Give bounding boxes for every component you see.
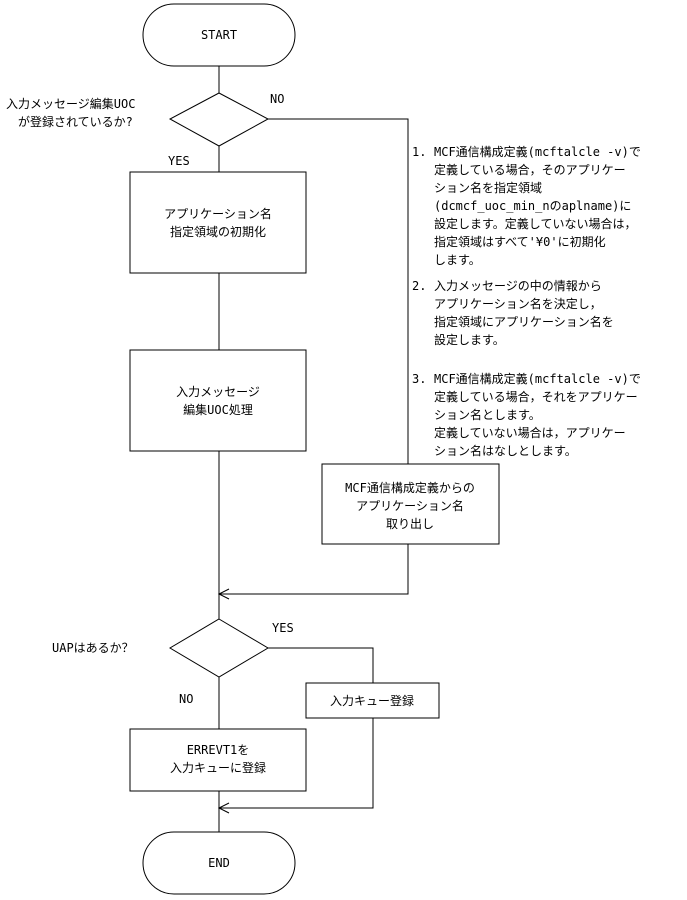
decision2-no-label: NO: [179, 692, 193, 706]
decision1-question-line2: が登録されているか?: [18, 114, 133, 129]
note-2-number: 2.: [412, 279, 426, 293]
process-input-queue: 入力キュー登録: [305, 682, 440, 719]
process-set-name-line2: 指定領域の初期化: [170, 224, 266, 239]
decision-uap-exists: UAPはあるか？ YES NO: [52, 618, 294, 706]
start-label: START: [201, 28, 237, 42]
note-2-line: 指定領域にアプリケーション名を: [434, 314, 614, 329]
process-errevt-line1: ERREVT1を: [187, 743, 250, 757]
note-2-line: 設定します。: [434, 332, 505, 347]
connector-decision1-no: [268, 118, 409, 464]
note-3-line: ション名はなしとします。: [434, 443, 577, 458]
note-1-number: 1.: [412, 145, 426, 159]
process-extract-line1: MCF通信構成定義からの: [345, 480, 475, 495]
connector-decision2-yes: [268, 647, 374, 683]
note-2: 2. 入力メッセージの中の情報から アプリケーション名を決定し， 指定領域にアプ…: [412, 278, 614, 347]
note-3-line: ション名とします。: [434, 407, 541, 422]
note-1: 1. MCF通信構成定義(mcftalcle -v)で 定義している場合，そのア…: [412, 144, 641, 267]
process-set-name-line1: アプリケーション名: [164, 206, 272, 221]
decision1-question-line1: 入力メッセージ編集UOC: [6, 96, 135, 111]
process-edit-uoc-line2: 編集UOC処理: [183, 402, 253, 417]
end-terminal: END: [142, 831, 296, 895]
process-edit-uoc: 入力メッセージ 編集UOC処理: [129, 349, 307, 452]
process-errevt: ERREVT1を 入力キューに登録: [129, 728, 307, 792]
process-input-queue-label: 入力キュー登録: [330, 693, 414, 708]
note-3: 3. MCF通信構成定義(mcftalcle -v)で 定義している場合，それを…: [412, 371, 641, 458]
decision-uoc-registered: 入力メッセージ編集UOC が登録されているか? YES NO: [6, 92, 284, 168]
note-3-line: MCF通信構成定義(mcftalcle -v)で: [434, 371, 641, 386]
note-1-line: 定義している場合，そのアプリケー: [434, 162, 626, 177]
end-label: END: [208, 856, 230, 870]
note-1-line: 指定領域はすべて'¥0'に初期化: [434, 234, 606, 249]
process-extract-app-name: MCF通信構成定義からの アプリケーション名 取り出し: [321, 463, 500, 545]
merge-arrowhead-1: [217, 588, 230, 600]
note-1-line: (dcmcf_uoc_min_nのaplname)に: [434, 199, 631, 213]
start-terminal: START: [142, 3, 296, 67]
notes: 1. MCF通信構成定義(mcftalcle -v)で 定義している場合，そのア…: [412, 144, 641, 458]
note-1-line: します。: [434, 253, 481, 267]
process-extract-line2: アプリケーション名: [356, 498, 464, 513]
note-3-line: 定義している場合，それをアプリケー: [434, 389, 638, 404]
note-3-number: 3.: [412, 372, 426, 386]
process-edit-uoc-line1: 入力メッセージ: [176, 385, 260, 399]
connector-extract-to-merge: [219, 544, 409, 595]
note-1-line: 設定します。定義していない場合は，: [434, 216, 636, 231]
process-set-app-name: アプリケーション名 指定領域の初期化: [129, 171, 307, 274]
note-1-line: MCF通信構成定義(mcftalcle -v)で: [434, 144, 641, 159]
decision2-yes-label: YES: [272, 621, 294, 635]
connector-lines: [217, 66, 409, 832]
note-2-line: アプリケーション名を決定し，: [434, 296, 602, 311]
decision2-question: UAPはあるか？: [52, 641, 134, 655]
note-2-line: 入力メッセージの中の情報から: [434, 278, 602, 293]
merge-arrowhead-2: [217, 802, 230, 814]
process-errevt-line2: 入力キューに登録: [170, 760, 266, 775]
connector-queue-to-merge: [219, 718, 374, 809]
decision1-no-label: NO: [270, 92, 284, 106]
decision1-yes-label: YES: [168, 154, 190, 168]
note-1-line: ション名を指定領域: [434, 180, 542, 195]
note-3-line: 定義していない場合は，アプリケー: [434, 425, 626, 440]
process-extract-line3: 取り出し: [386, 517, 434, 531]
